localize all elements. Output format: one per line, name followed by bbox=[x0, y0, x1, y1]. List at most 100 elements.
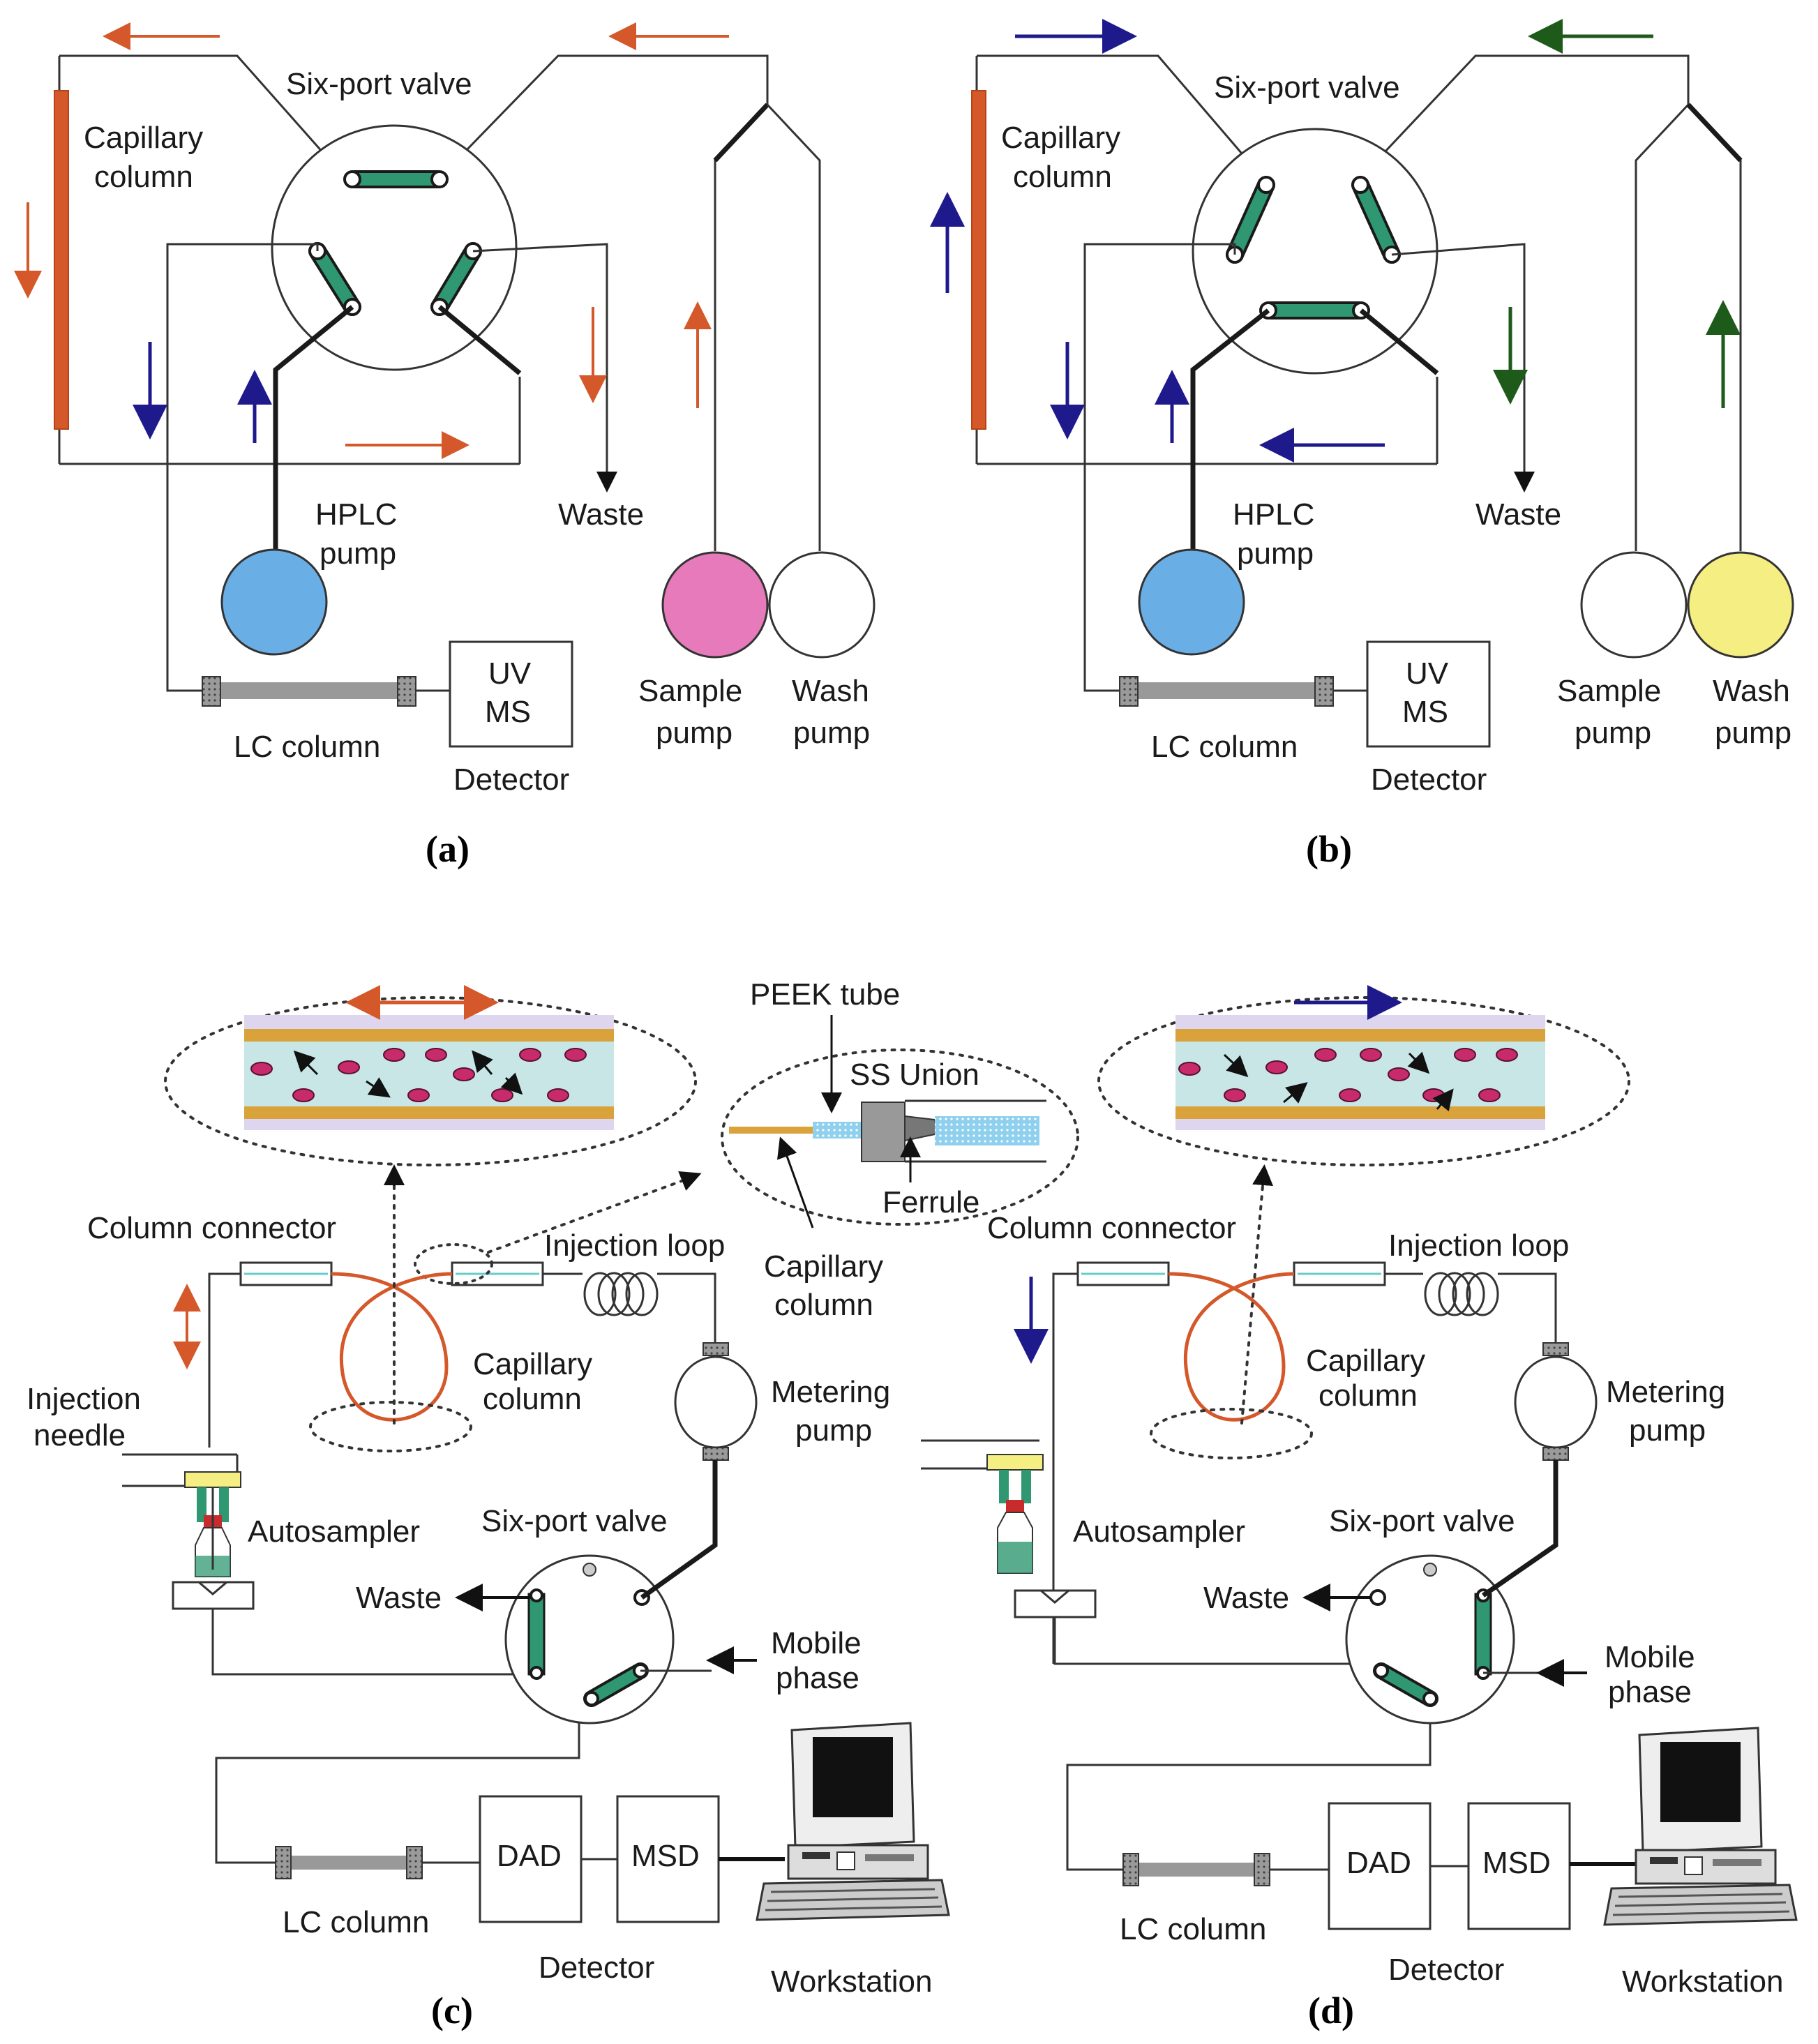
wash-pump-b-2: pump bbox=[1715, 716, 1791, 750]
capillary-column-b bbox=[971, 90, 986, 430]
zoom-ellipse-d bbox=[1097, 996, 1630, 1166]
caption-b: (b) bbox=[1306, 828, 1352, 870]
detector-ms-a: MS bbox=[485, 695, 531, 729]
hplc-pump-a[interactable] bbox=[220, 548, 328, 656]
line-to-lc-a bbox=[166, 243, 319, 692]
dotted-inset-c bbox=[487, 1178, 689, 1254]
inset-cap-arrow-c bbox=[777, 1136, 814, 1228]
detector-label-a: Detector bbox=[453, 762, 569, 797]
ferrule-label-c: Ferrule bbox=[882, 1185, 979, 1219]
line-top-right-a bbox=[438, 54, 769, 179]
line-valve-frame-a bbox=[437, 305, 522, 375]
caption-d: (d) bbox=[1308, 1990, 1354, 2031]
line-top-left-a bbox=[59, 54, 347, 179]
valve-loop-right-d bbox=[1474, 1588, 1492, 1680]
metering-pump-d[interactable] bbox=[1514, 1355, 1598, 1449]
wash-pump-a-2: pump bbox=[793, 716, 870, 750]
panel-d: Column connector Injection loop Capillar… bbox=[921, 985, 1798, 2031]
loop-base-ellipse-d bbox=[1150, 1408, 1313, 1459]
detector-box-a[interactable] bbox=[449, 640, 573, 748]
metering-d-2: pump bbox=[1629, 1413, 1706, 1448]
line-auto-valve-c bbox=[211, 1609, 534, 1676]
six-port-valve-a[interactable] bbox=[271, 124, 518, 371]
metering-d-1: Metering bbox=[1606, 1375, 1725, 1409]
dad-box-c[interactable] bbox=[479, 1795, 583, 1923]
lc-column-label-c: LC column bbox=[283, 1905, 429, 1939]
caption-a: (a) bbox=[426, 828, 469, 870]
zoom-ellipse-c bbox=[164, 996, 697, 1166]
dotted-up-d bbox=[1240, 1185, 1264, 1425]
inset-ellipse-c bbox=[721, 1049, 1079, 1226]
msd-box-c[interactable] bbox=[616, 1795, 720, 1923]
line-valve-frame-b bbox=[1359, 308, 1439, 375]
inset-cap-label-c-1: Capillary bbox=[764, 1249, 883, 1284]
particles-c bbox=[250, 1048, 587, 1102]
dad-label-c: DAD bbox=[497, 1839, 562, 1873]
detector-label-c: Detector bbox=[539, 1951, 654, 1985]
line-to-hplc-b bbox=[1190, 308, 1270, 551]
line-valve-pump-c bbox=[640, 1460, 718, 1600]
particles-d bbox=[1178, 1048, 1518, 1102]
line-top-right-b bbox=[1359, 54, 1690, 179]
sample-pump-a[interactable] bbox=[661, 551, 769, 659]
lc-column-label-d: LC column bbox=[1120, 1912, 1266, 1946]
wash-pump-a[interactable] bbox=[768, 551, 876, 659]
hplc-label-a-1: HPLC bbox=[315, 497, 397, 532]
capillary-col-c-2: column bbox=[483, 1382, 582, 1416]
lc-fitting-right-b bbox=[1314, 676, 1334, 707]
lc-column-b bbox=[1134, 682, 1325, 699]
capillary-col-c-1: Capillary bbox=[473, 1347, 592, 1381]
line-to-lc-b bbox=[1083, 243, 1236, 692]
autosampler-base-d[interactable] bbox=[1014, 1589, 1097, 1618]
lc-column-c bbox=[286, 1856, 412, 1870]
msd-label-d: MSD bbox=[1482, 1846, 1551, 1880]
msd-box-d[interactable] bbox=[1467, 1802, 1571, 1930]
mobile-d-1: Mobile bbox=[1605, 1640, 1695, 1674]
metering-c-2: pump bbox=[795, 1413, 872, 1448]
capillary-loop-c bbox=[331, 1272, 453, 1422]
line-wash-a bbox=[766, 103, 821, 551]
waste-label-b: Waste bbox=[1475, 497, 1561, 532]
lc-fitting-right-a bbox=[397, 676, 416, 707]
valve-loop-bottom-b bbox=[1259, 301, 1370, 320]
detector-label-b: Detector bbox=[1371, 762, 1487, 797]
autosampler-base-c[interactable] bbox=[172, 1581, 255, 1610]
line-to-waste-b bbox=[1391, 243, 1535, 493]
peek-tube-label-c: PEEK tube bbox=[750, 977, 900, 1012]
valve-label-b: Six-port valve bbox=[1214, 70, 1400, 105]
injection-loop-label-c: Injection loop bbox=[544, 1228, 725, 1263]
workstation-d[interactable] bbox=[1603, 1727, 1798, 1926]
line-sample-a bbox=[714, 103, 769, 551]
injection-needle-c-1: Injection bbox=[27, 1382, 141, 1416]
hplc-pump-b[interactable] bbox=[1138, 548, 1245, 656]
wash-pump-a-1: Wash bbox=[792, 674, 869, 708]
valve-label-a: Six-port valve bbox=[286, 67, 472, 101]
inset-source-ellipse-c bbox=[414, 1243, 493, 1285]
line-auto-valve-d bbox=[1053, 1617, 1357, 1665]
lc-column-a bbox=[216, 682, 408, 699]
workstation-c[interactable] bbox=[756, 1722, 950, 1921]
needle-holder-c bbox=[184, 1471, 241, 1488]
line-valve-lc-d bbox=[1066, 1723, 1432, 1871]
line-to-waste-a bbox=[472, 243, 617, 493]
workstation-label-d: Workstation bbox=[1622, 1964, 1784, 1999]
wash-pump-b[interactable] bbox=[1687, 551, 1794, 659]
metering-pump-c[interactable] bbox=[674, 1355, 758, 1449]
tube-section-d bbox=[1175, 1015, 1545, 1130]
inset-cap-label-c-2: column bbox=[774, 1288, 873, 1322]
capillary-label-a-2: column bbox=[94, 160, 193, 194]
lc-fitting-left-b bbox=[1119, 676, 1139, 707]
capillary-col-d-1: Capillary bbox=[1306, 1344, 1425, 1378]
detector-box-b[interactable] bbox=[1366, 640, 1491, 748]
panel-c: PEEK tube SS Union Ferrule Capillary col… bbox=[27, 977, 1079, 2031]
panel-a: Capillary column Six-port valve HPLC pum… bbox=[14, 22, 876, 870]
wash-pump-b-1: Wash bbox=[1713, 674, 1790, 708]
injection-needle-c-2: needle bbox=[33, 1418, 126, 1452]
line-wash-thick-b bbox=[1686, 103, 1743, 163]
line-valve-pump-d bbox=[1482, 1460, 1558, 1598]
line-valve-lc-c bbox=[215, 1723, 580, 1864]
dad-label-d: DAD bbox=[1346, 1846, 1411, 1880]
column-connector-label-c: Column connector bbox=[87, 1211, 336, 1245]
sample-pump-b[interactable] bbox=[1580, 551, 1688, 659]
